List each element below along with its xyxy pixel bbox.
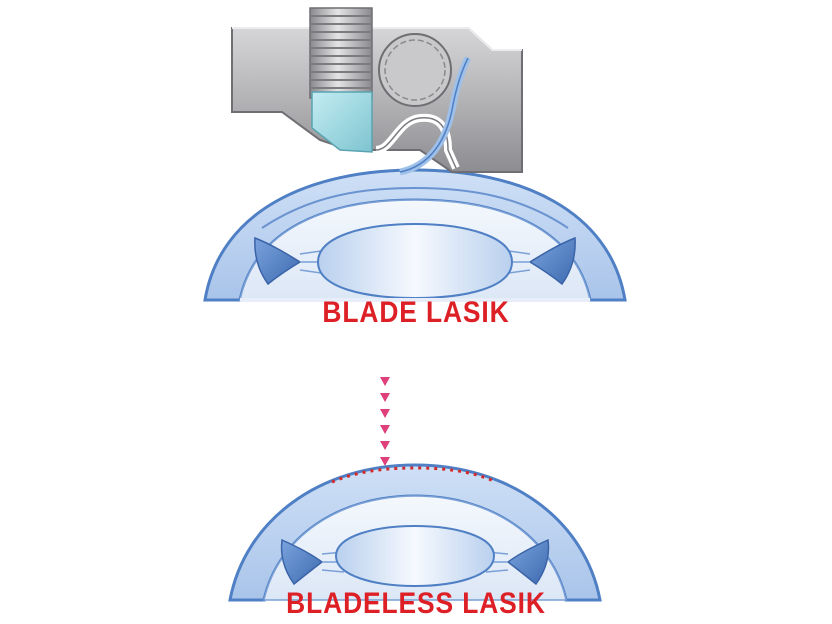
eye-cross-section-icon bbox=[203, 168, 627, 302]
bladeless-lasik-label: BLADELESS LASIK bbox=[286, 587, 546, 620]
laser-beam-icon bbox=[380, 377, 390, 466]
microkeratome-icon bbox=[231, 7, 523, 176]
eye-cross-section-icon bbox=[228, 463, 602, 602]
blade-lasik-label: BLADE LASIK bbox=[322, 296, 510, 329]
bladeless-lasik-illustration bbox=[228, 377, 602, 602]
blade-lasik-illustration bbox=[203, 7, 627, 302]
